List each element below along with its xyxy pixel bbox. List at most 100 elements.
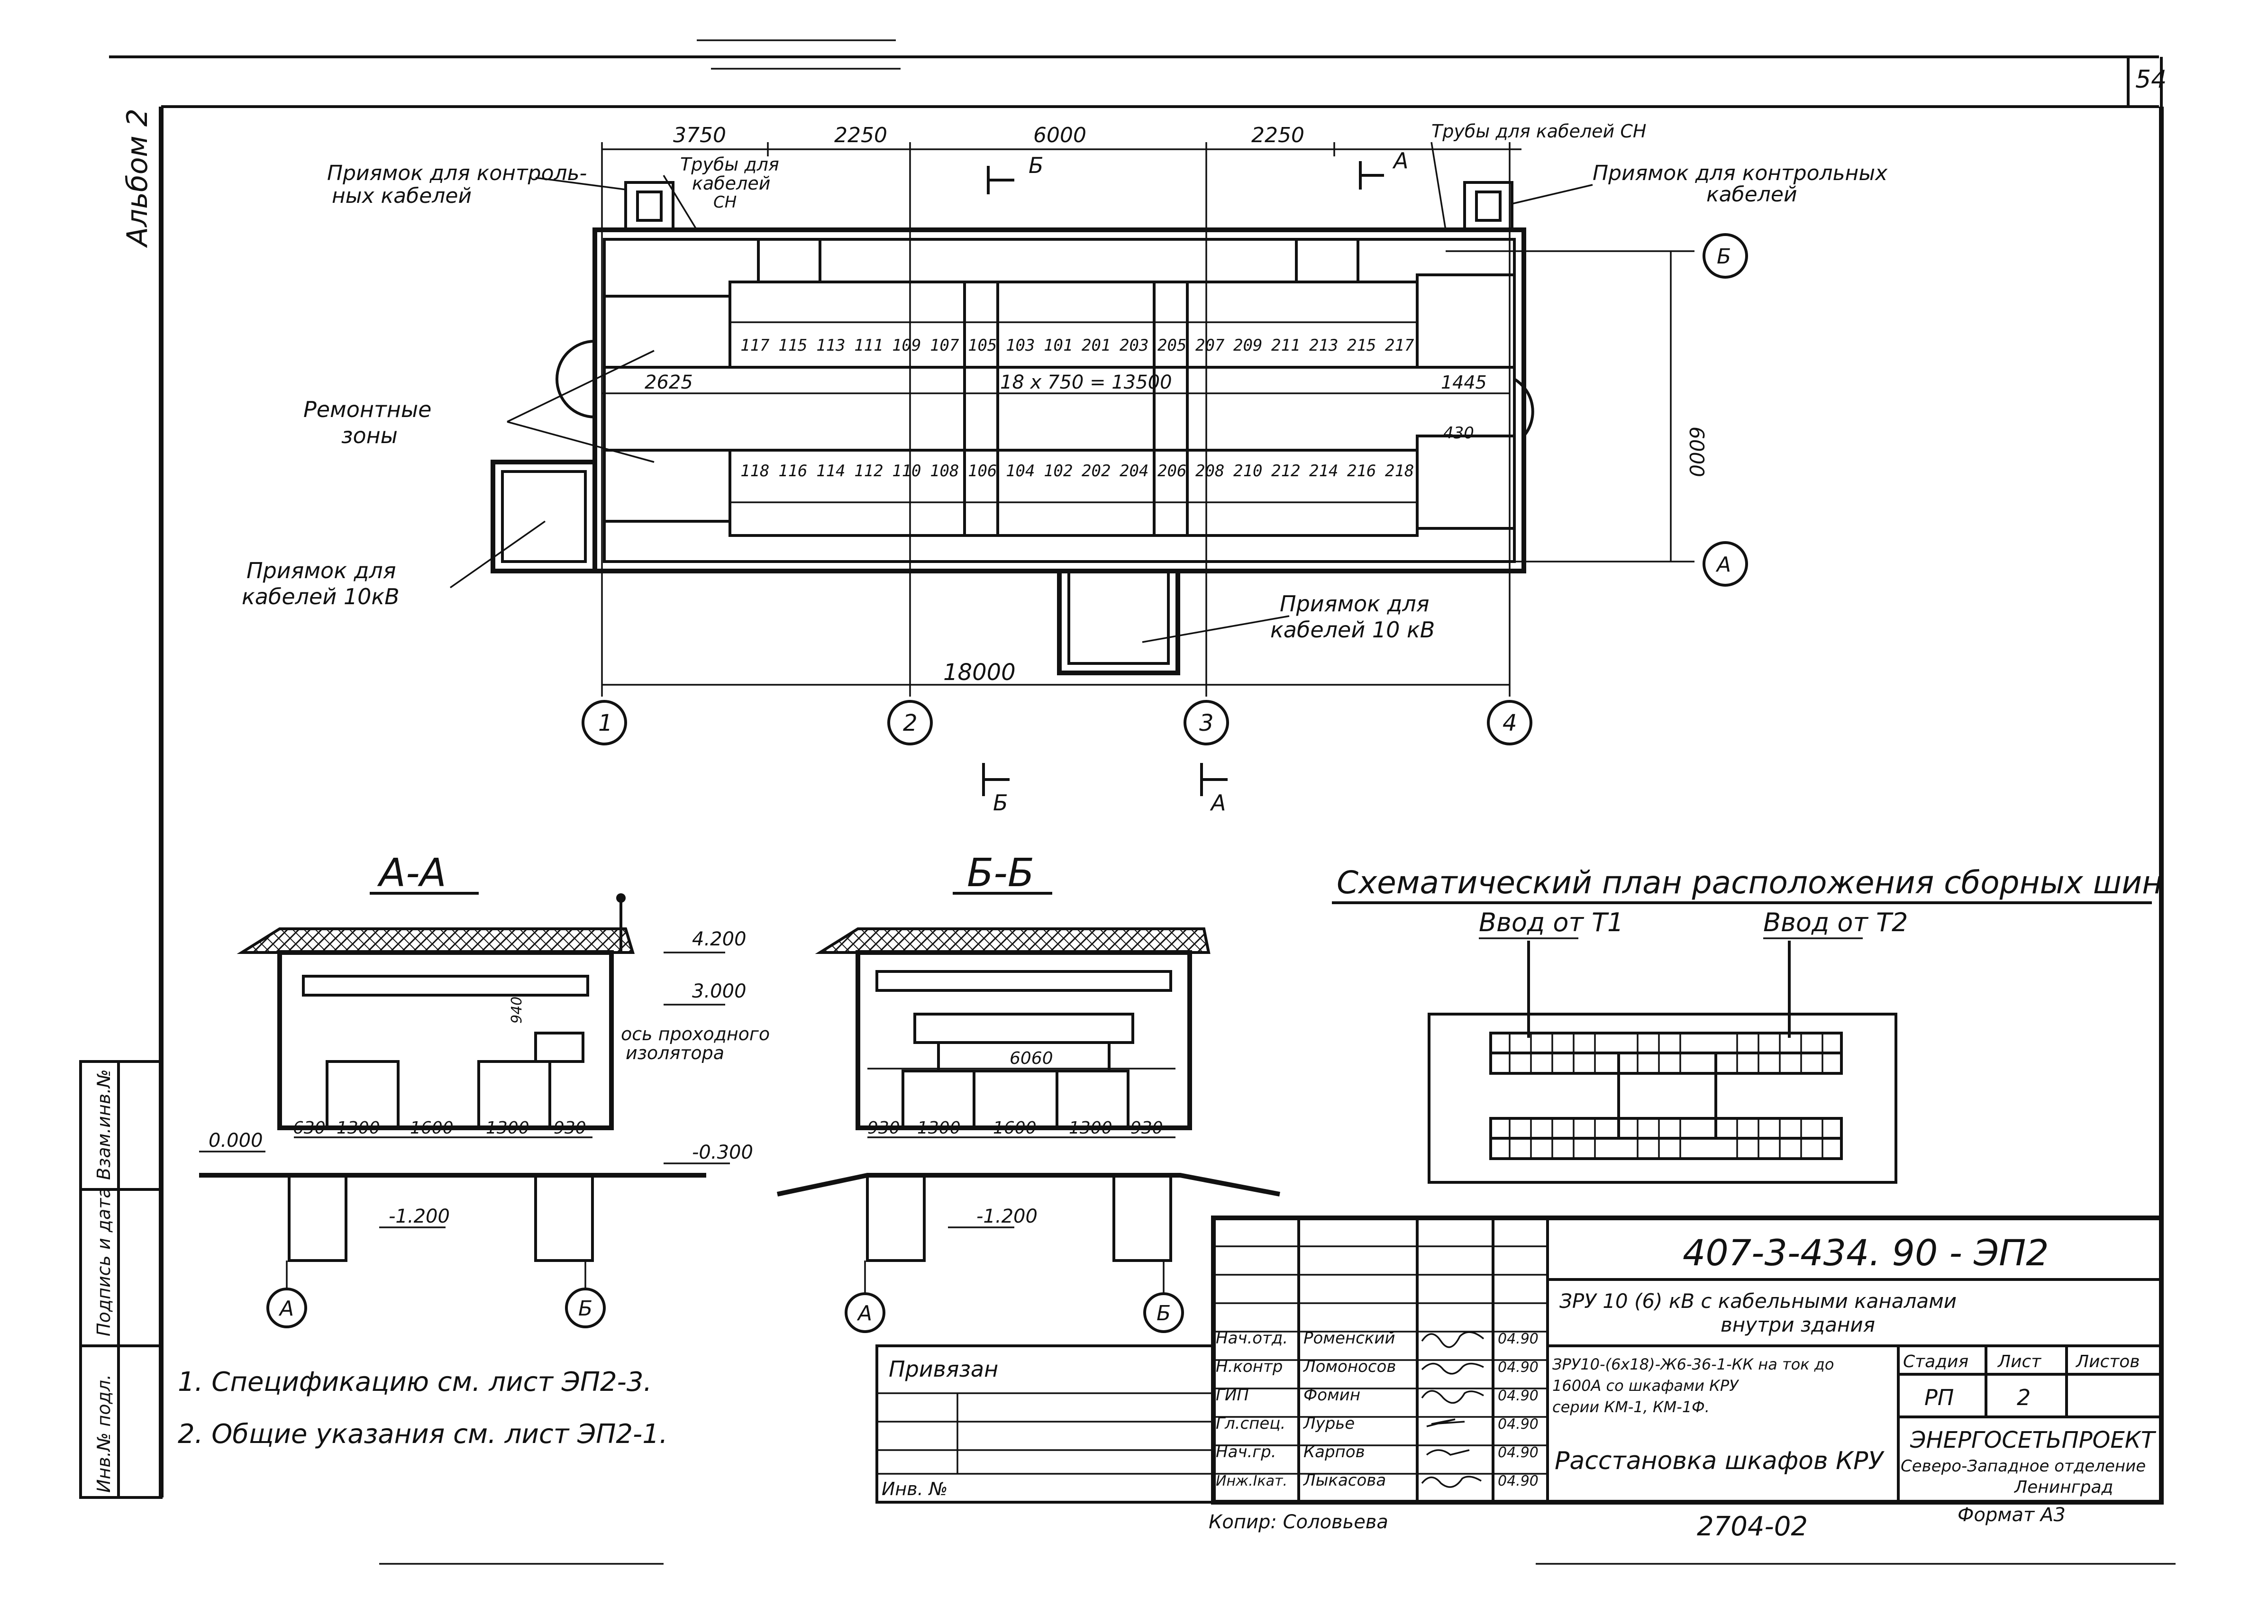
section-markers [982, 161, 1384, 796]
callout-pit-10kv-left-1: Приямок для [246, 558, 396, 583]
note-2: 2. Общие указания см. лист ЭП2-1. [178, 1419, 668, 1450]
dim-18000: 18000 [943, 659, 1016, 686]
note-1: 1. Спецификацию см. лист ЭП2-3. [178, 1367, 652, 1397]
title-line-2: внутри здания [1721, 1313, 1875, 1336]
aa-dim-3: 1600 [410, 1118, 454, 1138]
section-mark-b-top: Б [1029, 153, 1044, 178]
level-4200: 4.200 [692, 928, 747, 950]
insulator-note-1: ось проходного [621, 1024, 770, 1044]
stage-value: РП [1924, 1385, 1954, 1410]
cell-label: 104 [1006, 462, 1035, 481]
cell-label: 113 [816, 336, 845, 355]
role-6: Инж.Ікат. [1216, 1473, 1287, 1489]
plan-dimensions [601, 142, 1694, 697]
floor-plan [491, 181, 1534, 675]
format-label: Формат А3 [1958, 1504, 2066, 1526]
dim-6000-vert: 6000 [1685, 426, 1708, 477]
page-number: 54 [2135, 65, 2167, 94]
side-stamp: Взам.инв.№ Подпись и дата Инв.№ подл. [79, 1060, 163, 1499]
callout-pit-control-right-1: Приямок для контрольных [1593, 161, 1888, 185]
section-mark-b-bottom: Б [993, 790, 1008, 816]
aa-axis-b: Б [578, 1297, 592, 1321]
cell-label: 115 [778, 336, 807, 355]
date-5: 04.90 [1498, 1444, 1539, 1461]
cell-label: 212 [1271, 462, 1300, 481]
insulator-note-2: изолятора [626, 1043, 724, 1063]
cell-label: 215 [1347, 336, 1376, 355]
axis-a: А [1715, 553, 1731, 577]
axis-4: 4 [1503, 710, 1517, 736]
side-label: Альбом 2 [121, 109, 154, 248]
callout-pipes-1: Трубы для [680, 154, 779, 175]
level-0300: -0.300 [692, 1142, 753, 1163]
aa-dim-1: 630 [293, 1118, 326, 1138]
stamp-inv: Инв. № [882, 1479, 947, 1499]
copied-by: Копир: Соловьева [1209, 1511, 1388, 1533]
cell-label: 218 [1385, 462, 1414, 481]
section-mark-a-bottom: А [1210, 790, 1226, 816]
cell-label: 203 [1120, 336, 1148, 355]
aa-dim-2: 1300 [337, 1118, 380, 1138]
cell-label: 107 [930, 336, 959, 355]
cell-label: 108 [930, 462, 959, 481]
cabinet-numbers-bottom: 118 116 114 112 110 108 106 104 102 202 … [740, 462, 1414, 481]
cell-label: 106 [968, 462, 997, 481]
bb-axis-b: Б [1157, 1301, 1171, 1325]
sheet-head: Лист [1997, 1352, 2041, 1371]
bb-dim-2: 1300 [917, 1118, 961, 1138]
dim-1445: 1445 [1441, 372, 1487, 393]
cell-label: 101 [1044, 336, 1073, 355]
cell-label: 105 [968, 336, 997, 355]
cell-label: 214 [1309, 462, 1338, 481]
aa-axis-a: А [278, 1297, 294, 1321]
axis-b: Б [1717, 245, 1731, 269]
drawing-title: Расстановка шкафов КРУ [1555, 1447, 1885, 1475]
cell-label: 213 [1309, 336, 1338, 355]
callout-repair-1: Ремонтные [303, 397, 431, 422]
dim-3750: 3750 [673, 123, 726, 147]
role-2: Н.контр [1216, 1357, 1283, 1376]
cell-label: 216 [1347, 462, 1376, 481]
name-4: Лурье [1303, 1414, 1355, 1433]
busbar-schematic [1428, 937, 1897, 1184]
level-1200: -1.200 [389, 1206, 450, 1227]
cell-label: 116 [778, 462, 807, 481]
bb-dim-5: 930 [1130, 1118, 1163, 1138]
date-4: 04.90 [1498, 1416, 1539, 1433]
callout-pit-10kv-left-2: кабелей 10кВ [242, 584, 400, 609]
stamp-binding: Привязан [889, 1356, 998, 1382]
dim-6000: 6000 [1033, 123, 1086, 147]
dim-940: 940 [509, 997, 525, 1024]
section-bb-drawing [776, 927, 1280, 1262]
section-aa-title: А-А [377, 851, 446, 896]
cell-label: 201 [1082, 336, 1111, 355]
title-line-1: ЗРУ 10 (6) кВ с кабельными каналами [1559, 1289, 1957, 1313]
section-bb-title: Б-Б [967, 851, 1034, 896]
cell-label: 202 [1082, 462, 1111, 481]
cell-label: 118 [740, 462, 769, 481]
date-2: 04.90 [1498, 1359, 1539, 1376]
cell-label: 102 [1044, 462, 1073, 481]
dim-2250-right: 2250 [1251, 123, 1304, 147]
cell-label: 205 [1157, 336, 1186, 355]
inventory-number: 2704-02 [1697, 1511, 1808, 1542]
bb-dim-4: 1300 [1069, 1118, 1112, 1138]
dim-430: 430 [1443, 424, 1474, 443]
role-4: Гл.спец. [1216, 1414, 1285, 1433]
date-1: 04.90 [1498, 1331, 1539, 1347]
cabinet-numbers-top: 117 115 113 111 109 107 105 103 101 201 … [740, 336, 1414, 355]
callout-pit-control-left-2: ных кабелей [332, 184, 472, 208]
title-block [875, 1216, 2164, 1505]
callout-pipes-2: кабелей [692, 173, 770, 194]
cell-label: 103 [1006, 336, 1035, 355]
date-3: 04.90 [1498, 1388, 1539, 1404]
role-3: ГИП [1216, 1386, 1249, 1405]
role-5: Нач.гр. [1216, 1443, 1276, 1461]
callout-pit-10kv-bottom-1: Приямок для [1280, 591, 1430, 617]
desc-3: серии КМ-1, КМ-1Ф. [1552, 1398, 1710, 1416]
callout-pit-control-right-2: кабелей [1706, 182, 1797, 207]
org-sub-1: Северо-Западное отделение [1901, 1457, 2146, 1476]
cell-label: 210 [1233, 462, 1262, 481]
drawing-code: 407-3-434. 90 - ЭП2 [1683, 1232, 2049, 1274]
org-name: ЭНЕРГОСЕТЬПРОЕКТ [1910, 1427, 2157, 1453]
